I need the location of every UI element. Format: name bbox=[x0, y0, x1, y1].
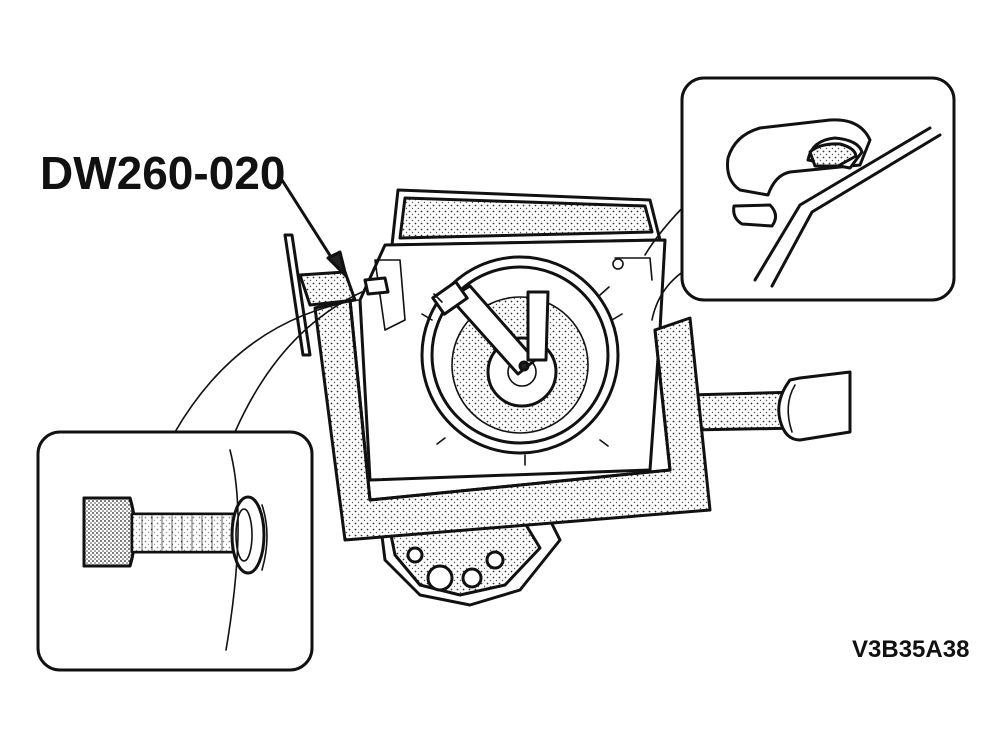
figure-id-label: V3B35A38 bbox=[852, 636, 970, 663]
holding-fixture bbox=[283, 233, 712, 542]
tool-number-label: DW260-020 bbox=[40, 147, 286, 199]
bolt-detail-inset bbox=[36, 430, 314, 672]
output-shaft bbox=[688, 370, 852, 442]
tool-leader-arrow bbox=[280, 178, 348, 278]
clutch-drum bbox=[420, 255, 623, 466]
detail-callout-lines-left bbox=[174, 291, 363, 433]
clip-detail-inset bbox=[680, 76, 956, 302]
